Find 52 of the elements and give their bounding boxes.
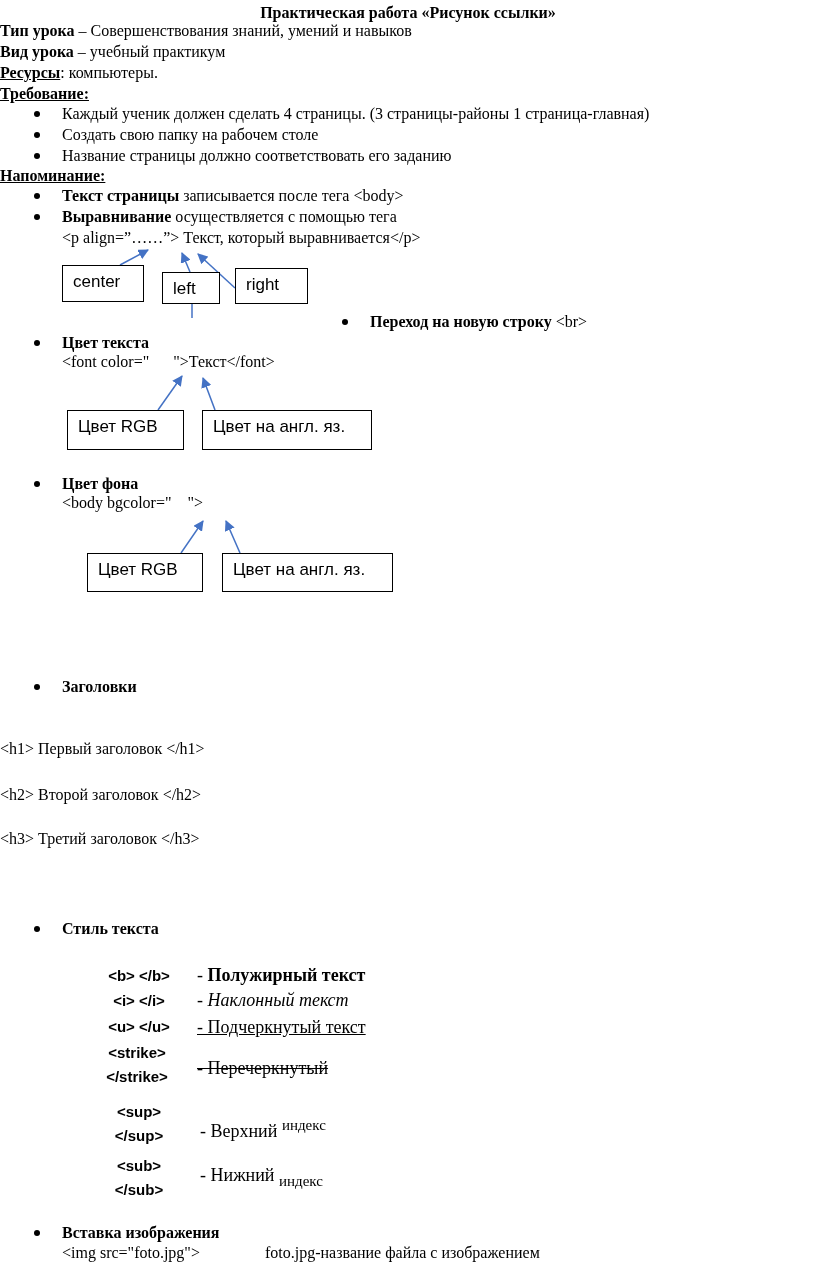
list-item: Переход на новую строку <br> [370,312,588,331]
lesson-type: Тип урока – Совершенствования знаний, умений и навыков [0,22,412,40]
list-item: Цвет фона [62,474,139,493]
callout-box: center [62,265,144,302]
tag-code: <sup> </sup> [113,1102,165,1146]
style-example: - Полужирный текст [197,964,366,986]
style-example: - Подчеркнутый текст [197,1016,366,1038]
style-example: - Перечеркнутый [197,1057,329,1079]
lesson-kind: Вид урока – учебный практикум [0,42,226,61]
arrow [180,520,204,554]
list-item: Создать свою папку на рабочем столе [62,125,319,144]
arrow [119,249,149,266]
section-heading: Требование: [0,84,89,103]
callout-box: Цвет на англ. яз. [222,553,393,592]
callout-box: left [162,272,220,304]
resources: Ресурсы: компьютеры. [0,63,158,82]
code-line: <h2> Второй заголовок </h2> [0,785,202,804]
callout-box: right [235,268,308,304]
code-line: <h1> Первый заголовок </h1> [0,739,205,758]
callout-box: Цвет RGB [67,410,184,450]
tag-code: <i> </i> [112,991,166,1011]
code-line: <font color=" ">Текст</font> [62,352,275,371]
list-item: Каждый ученик должен сделать 4 страницы. (3 страницы-районы 1 страница-главная) [62,104,650,123]
tag-code: <sub> </sub> [113,1156,165,1200]
code-line: <img src="foto.jpg"> [62,1243,200,1262]
page-title: Практическая работа «Рисунок ссылки» [259,3,557,22]
code-line: <h3> Третий заголовок </h3> [0,829,200,848]
tag-code: <b> </b> [107,966,171,986]
list-item: Цвет текста [62,333,149,352]
style-example: - Верхний $^{индекс}$ [200,1116,326,1142]
list-item: Вставка изображения [62,1223,220,1242]
style-example: - Нижний $_{индекс}$ [200,1164,323,1191]
file-note: foto.jpg-название файла с изображением [265,1243,540,1262]
arrow [197,253,236,289]
arrow [180,252,191,273]
arrow [157,375,183,411]
arrow [225,520,241,554]
code-line: <p align=”……”> Текст, который выравнивается</p> [62,228,421,247]
code-line: <body bgcolor=" "> [62,493,203,512]
callout-box: Цвет на англ. яз. [202,410,372,450]
tag-code: <strike> </strike> [105,1043,169,1087]
list-item: Текст страницы записывается после тега <body> [62,186,404,205]
list-item: Заголовки [62,677,137,696]
style-example: - Наклонный текст [197,989,349,1011]
list-item: Стиль текста [62,919,159,938]
tag-code: <u> </u> [107,1017,171,1037]
list-item: Выравнивание осуществляется с помощью тега [62,207,397,226]
connector-line [191,303,193,319]
callout-box: Цвет RGB [87,553,203,592]
arrow [201,377,216,411]
section-heading: Напоминание: [0,166,106,185]
list-item: Название страницы должно соответствовать его заданию [62,146,452,165]
